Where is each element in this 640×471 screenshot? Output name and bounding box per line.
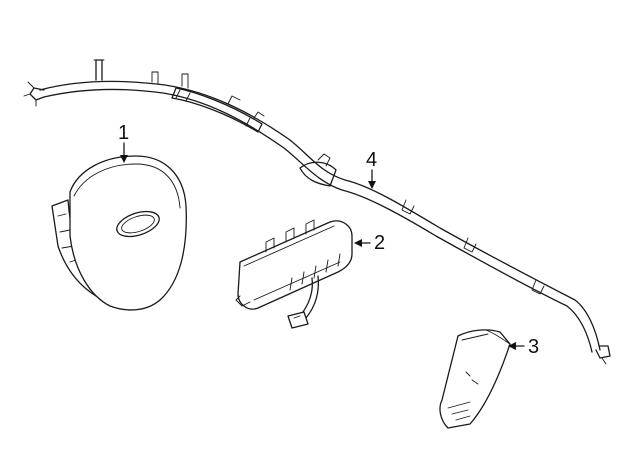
- callout-3-arrowhead: [508, 342, 516, 350]
- curtain-airbag-part-4: [23, 59, 611, 365]
- callout-4: 4: [366, 149, 377, 189]
- callout-4-arrowhead: [368, 181, 376, 189]
- callout-4-label: 4: [366, 149, 377, 171]
- callout-1-arrowhead: [120, 155, 128, 163]
- callout-2-arrowhead: [354, 239, 362, 247]
- callout-2-label: 2: [374, 232, 385, 254]
- side-airbag-part-3: [439, 329, 511, 429]
- passenger-airbag-part-2: [235, 219, 353, 329]
- callout-3-label: 3: [528, 336, 539, 358]
- steering-wheel-airbag-part-1: [51, 155, 187, 311]
- callout-2: 2: [354, 232, 385, 254]
- callout-1-label: 1: [118, 122, 129, 144]
- callout-1: 1: [118, 122, 129, 163]
- callout-3: 3: [508, 336, 539, 358]
